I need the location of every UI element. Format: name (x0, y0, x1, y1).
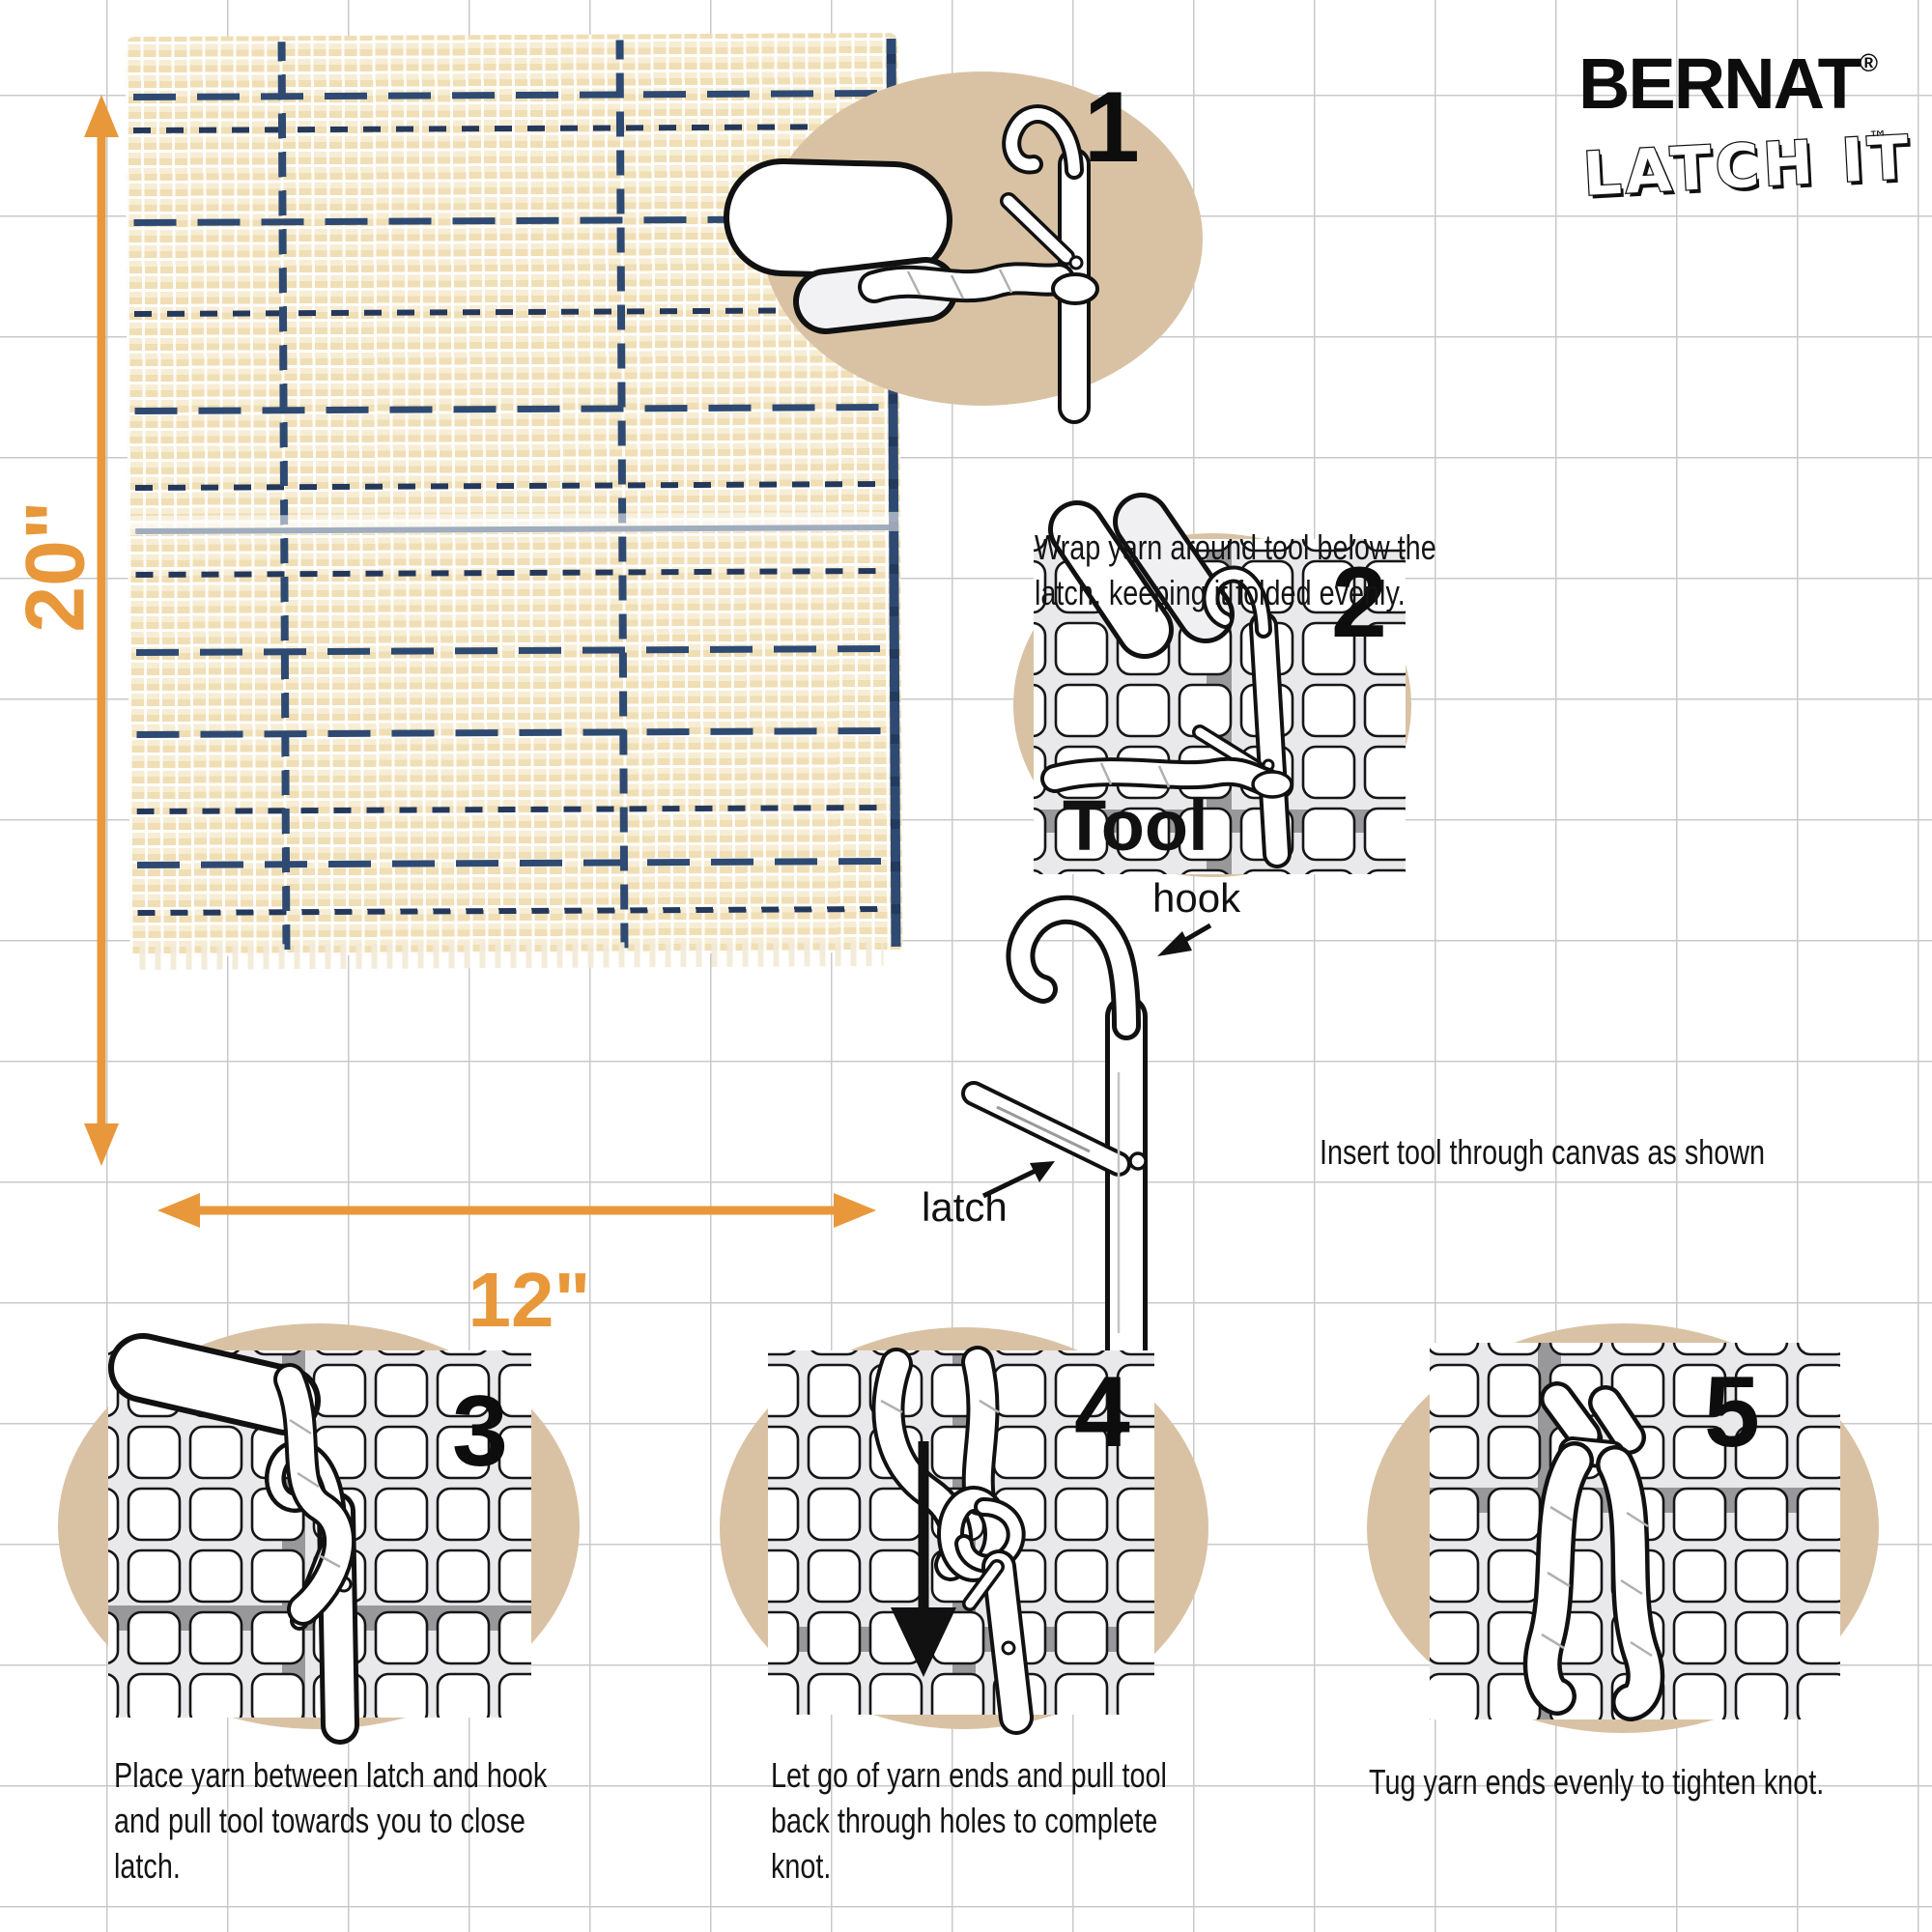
step-1-number: 1 (1084, 71, 1140, 184)
hook-label: hook (1152, 875, 1241, 921)
canvas-navy-line (133, 123, 892, 134)
step-4-caption: Let go of yarn ends and pull tool back t… (771, 1755, 1167, 1886)
latch-hook-canvas-photo (125, 32, 903, 971)
canvas-width-label: 12" (468, 1257, 591, 1343)
canvas-navy-line (136, 726, 895, 739)
svg-text:LATCH IT: LATCH IT (1584, 126, 1918, 213)
canvas-navy-line (135, 567, 894, 579)
step-1-caption: Wrap yarn around tool below the latch, k… (1035, 527, 1436, 612)
canvas-height-label: 20" (9, 500, 102, 633)
registered-mark: ® (1859, 48, 1878, 77)
latch-label: latch (922, 1184, 1008, 1230)
canvas-fold-highlight (128, 511, 901, 536)
canvas-navy-line (134, 480, 893, 492)
svg-text:LATCH IT: LATCH IT (1581, 122, 1915, 210)
step-4-illustration (720, 1327, 1208, 1735)
step-3-number: 3 (452, 1376, 508, 1488)
step-3-caption: Place yarn between latch and hook and pu… (114, 1755, 548, 1886)
step-5-number: 5 (1704, 1356, 1760, 1468)
canvas-navy-line (133, 214, 892, 227)
step-4-number: 4 (1074, 1356, 1130, 1468)
svg-text:™: ™ (1868, 126, 1889, 150)
brand-name: BERNAT (1577, 43, 1861, 124)
step-2-number: 2 (1331, 547, 1387, 659)
canvas-navy-line (135, 644, 894, 657)
width-dimension-arrow (157, 1193, 876, 1228)
canvas-navy-line (137, 905, 895, 917)
step-2-caption: Insert tool through canvas as shown (1320, 1132, 1766, 1172)
canvas-fringe (139, 941, 884, 971)
latch-it-logo: LATCH IT LATCH IT ™ (1580, 121, 1918, 213)
canvas-navy-line (136, 804, 895, 815)
canvas-navy-line (136, 857, 895, 869)
canvas-navy-line (134, 306, 893, 318)
step-5-illustration (1367, 1323, 1879, 1733)
canvas-navy-line (134, 403, 893, 415)
latch-hook-tool-drawing (961, 895, 1212, 1372)
step-5-caption: Tug yarn ends evenly to tighten knot. (1369, 1762, 1825, 1802)
canvas-navy-line (132, 89, 891, 101)
brand-logo: BERNAT® (1575, 43, 1878, 125)
tool-heading: Tool (1063, 785, 1208, 866)
